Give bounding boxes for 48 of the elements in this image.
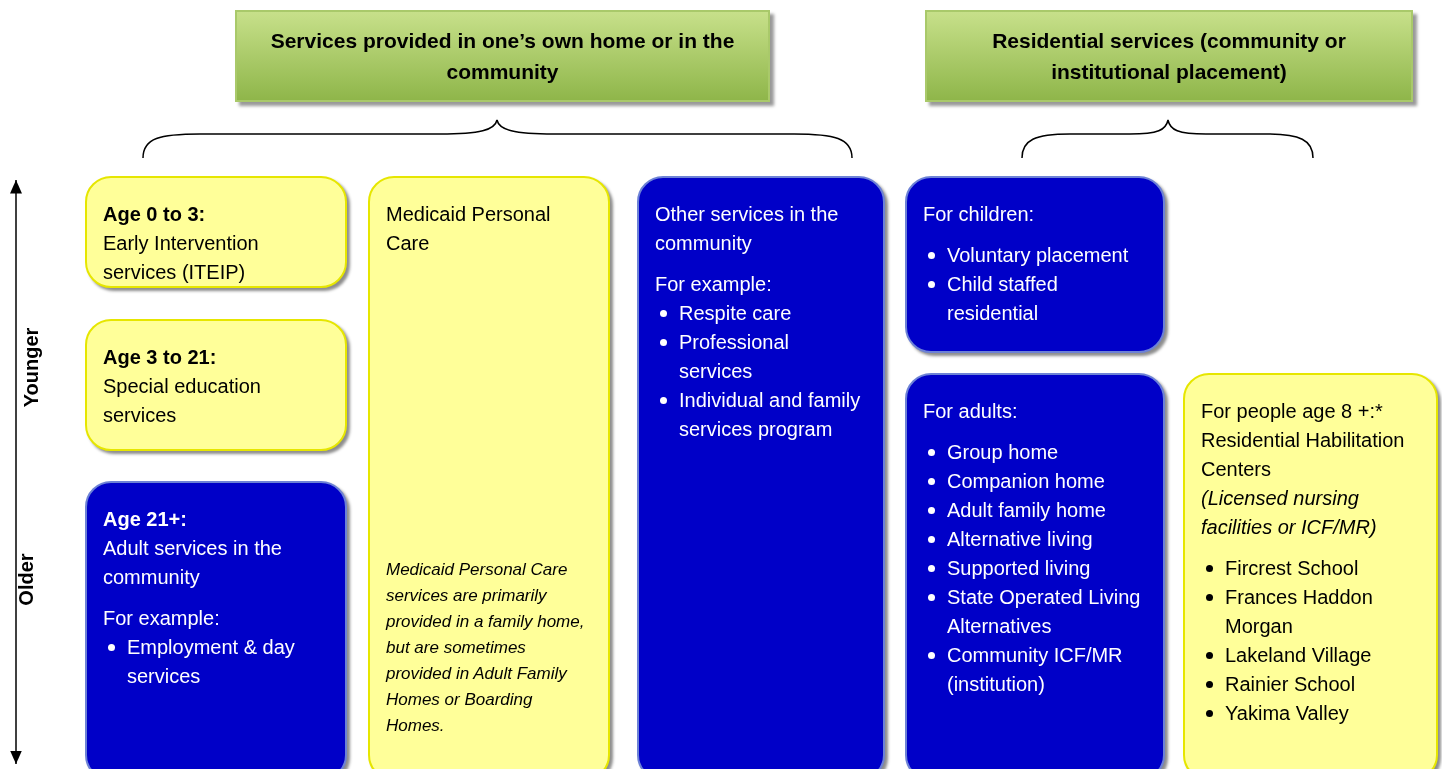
box-heading: Other services in the community [655,202,840,256]
rounded-box [368,176,610,769]
rounded-box [85,481,347,769]
banner-title: Residential services (community or institutional placement) [991,28,1347,85]
box-text: Medicaid Personal Care services are primarily provided in a family home, but are sometimes provided in Adult Family Homes or Boarding Homes. [386,559,586,737]
rounded-box [905,373,1165,769]
box-heading: For adults: [923,399,1019,424]
axis-label: Younger [20,327,44,408]
list-item: Companion home [923,467,1147,496]
box-heading: For people age 8 +:* [1201,399,1384,424]
box-text: (Licensed nursing facilities or ICF/MR) [1201,486,1378,540]
box-heading: Age 21+: [103,507,188,532]
box-text: For example: [655,272,773,297]
list-item: Employment & day services [103,633,329,691]
list-item: Professional services [655,328,867,386]
rounded-box [637,176,885,769]
list-item: Alternative living [923,525,1147,554]
list-item: Lakeland Village [1201,641,1420,670]
list-item: Community ICF/MR (institution) [923,641,1147,699]
rounded-box [85,176,347,288]
list-item: Child staffed residential [923,270,1147,328]
rounded-box [905,176,1165,353]
box-heading: Medicaid Personal Care [386,202,552,256]
box-heading: For children: [923,202,1036,227]
list-item: Frances Haddon Morgan [1201,583,1420,641]
list-item: Adult family home [923,496,1147,525]
box-text: Residential Habilitation Centers [1201,428,1406,482]
rounded-box [85,319,347,451]
list-item: Supported living [923,554,1147,583]
box-text: Early Intervention services (ITEIP) [103,231,260,285]
header-banner [925,10,1413,102]
list-item: Individual and family services program [655,386,867,444]
list-item: Yakima Valley [1201,699,1420,728]
banner-title: Services provided in one’s own home or in the community [269,28,736,85]
box-heading: Age 3 to 21: [103,345,218,370]
list-item: Group home [923,438,1147,467]
axis-label: Older [14,553,38,606]
list-item: Rainier School [1201,670,1420,699]
list-item: Respite care [655,299,867,328]
box-text: For example: [103,606,221,631]
header-banner [235,10,770,102]
list-item: Voluntary placement [923,241,1147,270]
rounded-box [1183,373,1438,769]
box-text: Special education services [103,374,262,428]
box-text: Adult services in the community [103,536,283,590]
list-item: Fircrest School [1201,554,1420,583]
box-heading: Age 0 to 3: [103,202,207,227]
list-item: State Operated Living Alternatives [923,583,1147,641]
